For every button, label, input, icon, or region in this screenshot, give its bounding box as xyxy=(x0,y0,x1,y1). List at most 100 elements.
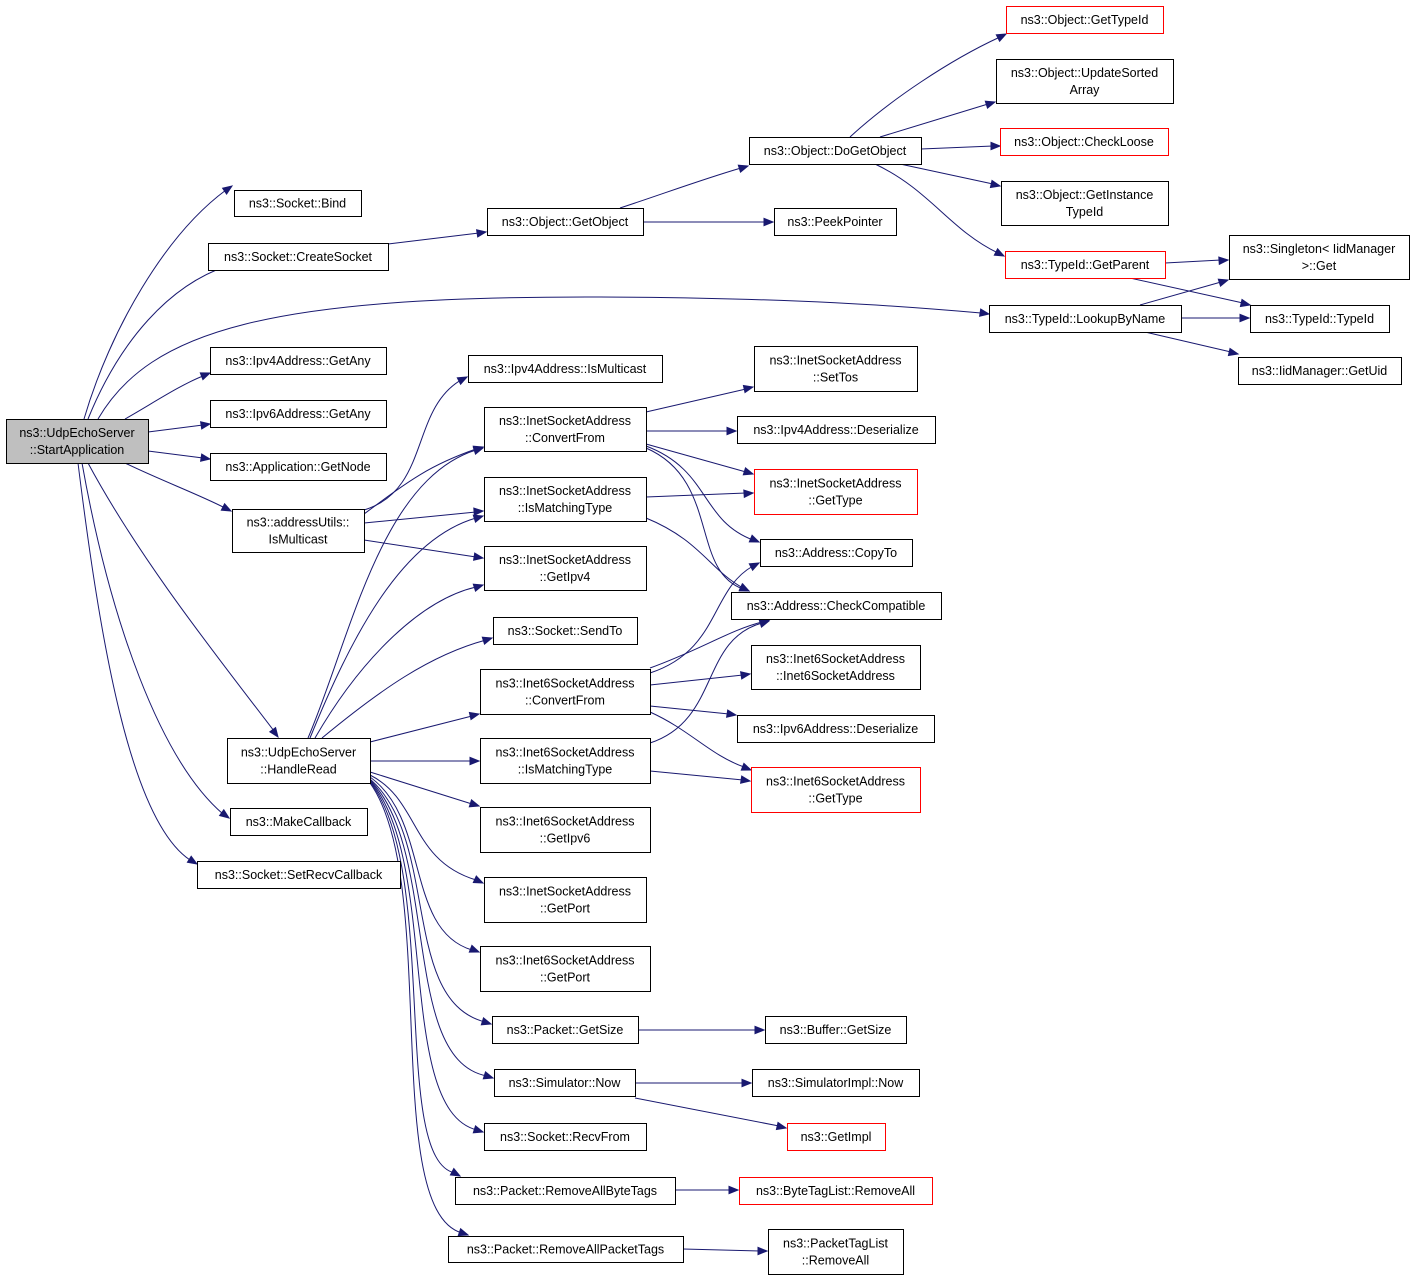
arrow-head-icon xyxy=(728,1185,740,1195)
node-getimpl[interactable]: ns3::GetImpl xyxy=(787,1123,886,1151)
node-i6sa_gettype[interactable]: ns3::Inet6SocketAddress::GetType xyxy=(751,767,921,813)
node-label: ns3::GetImpl xyxy=(801,1130,872,1144)
edge-ues_handleread-to-sock_recvfrom xyxy=(369,780,485,1134)
node-label: ns3::Object::GetTypeId xyxy=(1021,13,1149,27)
node-label: ns3::TypeId::LookupByName xyxy=(1005,312,1166,326)
node-label: ::HandleRead xyxy=(260,763,336,777)
node-obj_gettypeid[interactable]: ns3::Object::GetTypeId xyxy=(1006,6,1164,34)
edge-ues_handleread-to-i6sa_getipv6 xyxy=(369,771,481,808)
node-box xyxy=(749,137,922,165)
node-start[interactable]: ns3::UdpEchoServer::StartApplication xyxy=(6,419,149,464)
edge-sock_create-to-obj_getobj xyxy=(387,229,488,245)
node-app_getnode[interactable]: ns3::Application::GetNode xyxy=(210,453,387,481)
node-label: ns3::Buffer::GetSize xyxy=(780,1023,892,1037)
node-label: ns3::Inet6SocketAddress xyxy=(766,652,905,666)
node-obj_getobj[interactable]: ns3::Object::GetObject xyxy=(487,208,644,236)
node-label: ns3::InetSocketAddress xyxy=(499,414,631,428)
node-box xyxy=(232,509,365,553)
node-box xyxy=(774,208,897,236)
edge-i6sa_convfrom-to-ipv6_deser xyxy=(649,705,738,718)
node-ipv4_ismc[interactable]: ns3::Ipv4Address::IsMulticast xyxy=(468,355,663,383)
node-label: ns3::Ipv6Address::Deserialize xyxy=(753,722,918,736)
node-isa_settos[interactable]: ns3::InetSocketAddress::SetTos xyxy=(754,346,918,392)
arrow-head-icon xyxy=(978,308,991,317)
node-pkt_rmbyte[interactable]: ns3::Packet::RemoveAllByteTags xyxy=(455,1177,676,1205)
node-peekptr[interactable]: ns3::PeekPointer xyxy=(774,208,897,236)
arrow-head-icon xyxy=(738,582,751,592)
node-sock_sendto[interactable]: ns3::Socket::SendTo xyxy=(493,617,638,645)
node-isa_gettype[interactable]: ns3::InetSocketAddress::GetType xyxy=(754,469,918,515)
node-ptl_rmall[interactable]: ns3::PacketTagList::RemoveAll xyxy=(768,1229,904,1275)
node-i6sa_getport[interactable]: ns3::Inet6SocketAddress::GetPort xyxy=(480,946,651,992)
node-addr_copyto[interactable]: ns3::Address::CopyTo xyxy=(760,539,913,567)
edge-start-to-ues_handleread xyxy=(87,462,279,739)
edge-start-to-sock_setrecv xyxy=(77,462,199,865)
node-i6sa_getipv6[interactable]: ns3::Inet6SocketAddress::GetIpv6 xyxy=(480,807,651,853)
node-label: ::ConvertFrom xyxy=(525,694,605,708)
node-sock_setrecv[interactable]: ns3::Socket::SetRecvCallback xyxy=(197,861,401,889)
edge-start-to-sock_bind xyxy=(83,185,234,420)
edge-isa_ismatch-to-addr_checkcompat xyxy=(645,517,751,592)
node-typeid_typeid[interactable]: ns3::TypeId::TypeId xyxy=(1250,305,1390,333)
node-isa_convfrom[interactable]: ns3::InetSocketAddress::ConvertFrom xyxy=(484,407,647,452)
node-label: ::GetIpv4 xyxy=(540,570,591,584)
node-label: >::Get xyxy=(1302,259,1337,273)
node-addr_ismc[interactable]: ns3::addressUtils::IsMulticast xyxy=(232,509,365,553)
node-box xyxy=(989,305,1182,333)
node-isa_ismatch[interactable]: ns3::InetSocketAddress::IsMatchingType xyxy=(484,477,647,522)
node-singleton_get[interactable]: ns3::Singleton< IidManager>::Get xyxy=(1229,235,1410,280)
node-box-truncated xyxy=(751,767,921,813)
node-isa_getipv4[interactable]: ns3::InetSocketAddress::GetIpv4 xyxy=(484,546,647,591)
arrow-head-icon xyxy=(221,185,234,195)
node-addr_checkcompat[interactable]: ns3::Address::CheckCompatible xyxy=(731,592,942,620)
arrow-head-icon xyxy=(482,1071,495,1080)
arrow-head-icon xyxy=(186,855,199,865)
node-buf_getsize[interactable]: ns3::Buffer::GetSize xyxy=(765,1016,907,1044)
node-label: ns3::Inet6SocketAddress xyxy=(496,954,635,968)
node-simimpl_now[interactable]: ns3::SimulatorImpl::Now xyxy=(752,1069,920,1097)
node-ipv6_deser[interactable]: ns3::Ipv6Address::Deserialize xyxy=(737,715,935,743)
node-btl_rmall[interactable]: ns3::ByteTagList::RemoveAll xyxy=(739,1177,933,1205)
node-label: ns3::Object::GetObject xyxy=(502,215,629,229)
node-ues_handleread[interactable]: ns3::UdpEchoServer::HandleRead xyxy=(227,738,371,784)
node-isa_getport[interactable]: ns3::InetSocketAddress::GetPort xyxy=(484,877,647,923)
node-label: ns3::Ipv4Address::GetAny xyxy=(225,354,371,368)
arrow-head-icon xyxy=(468,944,481,953)
node-i6sa_ctor[interactable]: ns3::Inet6SocketAddress::Inet6SocketAddr… xyxy=(751,645,921,690)
edge-ues_handleread-to-i6sa_getport xyxy=(369,776,481,953)
node-makecallback[interactable]: ns3::MakeCallback xyxy=(230,808,368,836)
node-sock_recvfrom[interactable]: ns3::Socket::RecvFrom xyxy=(484,1123,647,1151)
node-box xyxy=(480,738,651,784)
node-obj_dogetobj[interactable]: ns3::Object::DoGetObject xyxy=(749,137,922,165)
node-label: ns3::Object::UpdateSorted xyxy=(1011,66,1158,80)
node-label: ns3::InetSocketAddress xyxy=(769,477,901,491)
node-ipv4_getany[interactable]: ns3::Ipv4Address::GetAny xyxy=(210,347,387,375)
node-pkt_rmpkt[interactable]: ns3::Packet::RemoveAllPacketTags xyxy=(448,1236,684,1263)
node-typeid_lookup[interactable]: ns3::TypeId::LookupByName xyxy=(989,305,1182,333)
node-box xyxy=(1250,305,1390,333)
node-iid_getuid[interactable]: ns3::IidManager::GetUid xyxy=(1238,357,1402,385)
node-i6sa_convfrom[interactable]: ns3::Inet6SocketAddress::ConvertFrom xyxy=(480,669,651,715)
node-sock_create[interactable]: ns3::Socket::CreateSocket xyxy=(208,243,389,271)
node-box xyxy=(1001,181,1169,226)
node-ipv6_getany[interactable]: ns3::Ipv6Address::GetAny xyxy=(210,400,387,428)
node-typeid_getparent[interactable]: ns3::TypeId::GetParent xyxy=(1005,251,1166,279)
node-sock_bind[interactable]: ns3::Socket::Bind xyxy=(234,190,362,217)
node-label: ::GetIpv6 xyxy=(540,832,591,846)
edge-obj_dogetobj-to-obj_checkloose xyxy=(920,141,1002,151)
arrow-head-icon xyxy=(472,1125,485,1134)
node-i6sa_ismatch[interactable]: ns3::Inet6SocketAddress::IsMatchingType xyxy=(480,738,651,784)
edge-typeid_getparent-to-singleton_get xyxy=(1164,256,1230,266)
node-obj_checkloose[interactable]: ns3::Object::CheckLoose xyxy=(1000,128,1169,156)
arrow-head-icon xyxy=(469,756,481,766)
edge-start-to-sock_create xyxy=(87,262,235,420)
node-pkt_getsize[interactable]: ns3::Packet::GetSize xyxy=(492,1016,639,1044)
node-sim_now[interactable]: ns3::Simulator::Now xyxy=(494,1069,636,1097)
arrow-head-icon xyxy=(741,1078,753,1088)
node-ipv4_deser[interactable]: ns3::Ipv4Address::Deserialize xyxy=(737,416,936,444)
edge-start-to-addr_ismc xyxy=(124,462,233,512)
arrow-head-icon xyxy=(472,446,485,455)
